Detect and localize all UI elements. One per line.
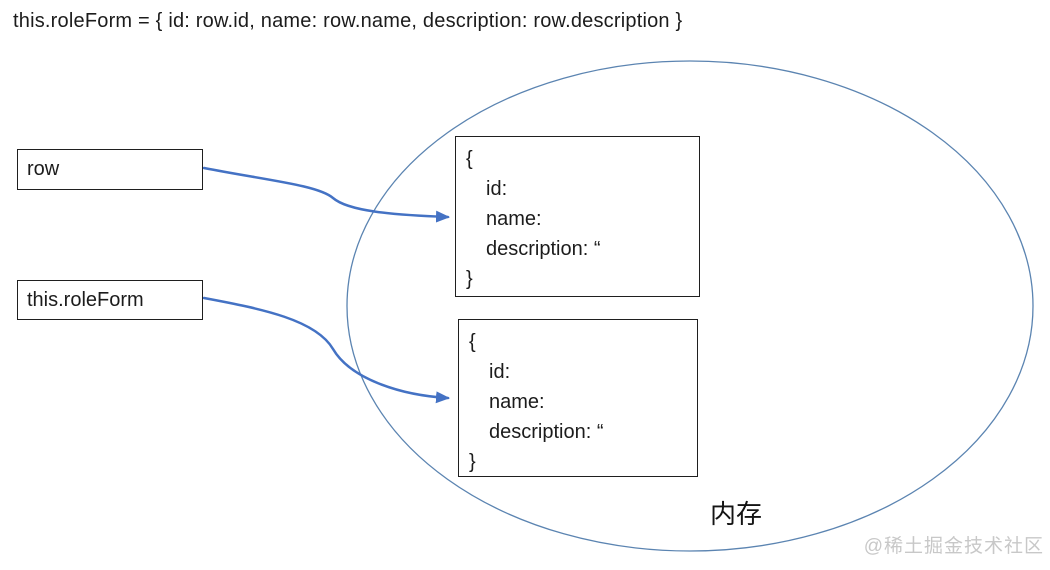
object-box-1: { id: name: description: “ }	[455, 136, 700, 297]
memory-ellipse	[346, 60, 1034, 552]
memory-region-label: 内存	[710, 499, 763, 529]
arrow-roleform-to-object	[202, 296, 450, 404]
object-line: {	[469, 331, 476, 353]
object-line: id:	[489, 361, 511, 383]
variable-label-roleform: this.roleForm	[27, 288, 144, 311]
object-line: id:	[486, 178, 508, 200]
watermark-text: @稀土掘金技术社区	[863, 536, 1044, 557]
variable-box-row: row	[17, 149, 203, 190]
object-line: description: “	[486, 238, 601, 260]
variable-box-roleform: this.roleForm	[17, 280, 203, 320]
object-line: }	[466, 268, 473, 290]
object-box-2: { id: name: description: “ }	[458, 319, 698, 477]
object-line: name:	[489, 391, 545, 413]
variable-label-row: row	[27, 158, 60, 180]
object-line: description: “	[489, 421, 604, 443]
object-line: }	[469, 451, 476, 473]
object-line: {	[466, 148, 473, 170]
object-line: name:	[486, 208, 542, 230]
code-statement: this.roleForm = { id: row.id, name: row.…	[13, 10, 683, 32]
arrow-row-to-object	[202, 166, 450, 223]
